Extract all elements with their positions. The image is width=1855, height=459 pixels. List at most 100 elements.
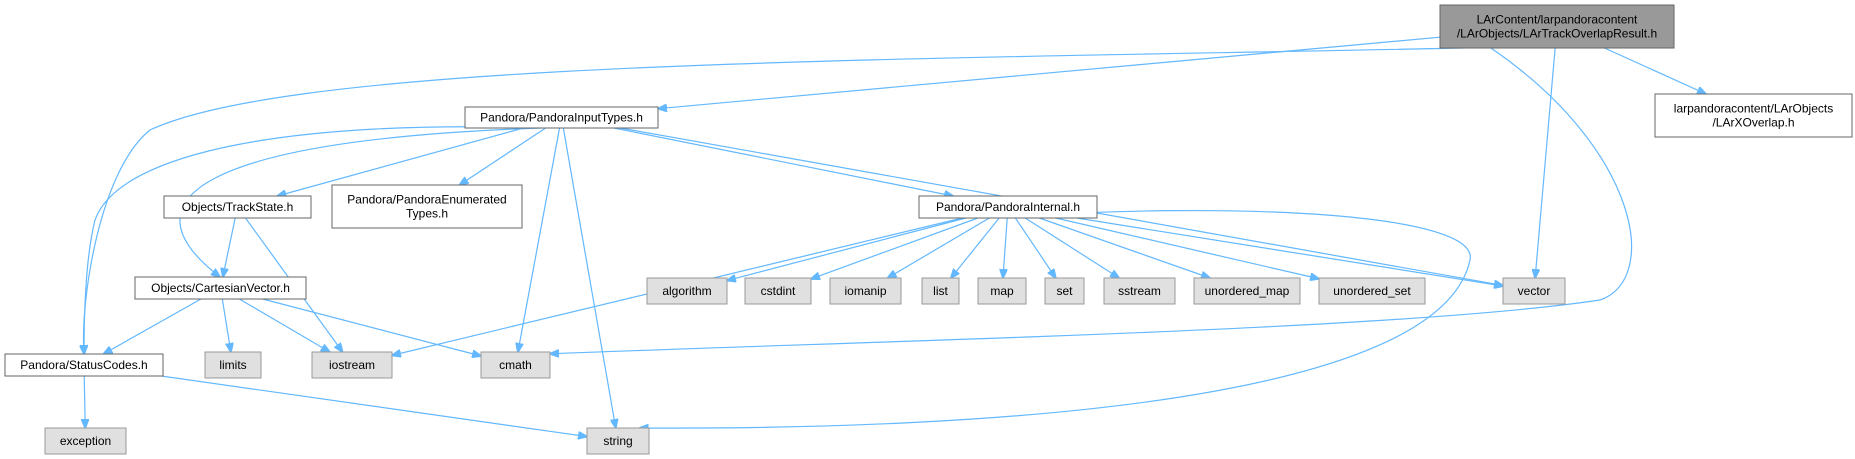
node-box: [586, 427, 650, 455]
node-box: [44, 427, 127, 455]
node-string: string: [586, 427, 650, 455]
node-label: /LArObjects/LArTrackOverlapResult.h: [1457, 27, 1657, 41]
edge-internal-to-cstdint: [811, 217, 979, 279]
edge-cartesian-to-iostream: [238, 298, 330, 352]
node-box: [163, 195, 312, 219]
edge-cartesian-to-limits: [221, 298, 231, 352]
edge-root-to-cmath: [550, 47, 1633, 354]
node-label: iostream: [329, 358, 375, 372]
node-exception: exception: [44, 427, 127, 455]
edge-inputtypes-to-internal: [613, 127, 953, 196]
node-label: cmath: [499, 358, 532, 372]
node-internal[interactable]: Pandora/PandoraInternal.h: [918, 195, 1098, 219]
node-cstdint: cstdint: [744, 277, 812, 305]
edge-statuscodes-to-string: [161, 375, 587, 437]
node-iostream: iostream: [311, 351, 393, 379]
edge-internal-to-map: [1003, 217, 1008, 278]
node-box: [921, 277, 960, 305]
node-root[interactable]: LArContent/larpandoracontent/LArObjects/…: [1439, 4, 1675, 49]
node-label: set: [1056, 284, 1073, 298]
node-label: unordered_map: [1205, 284, 1290, 298]
node-unordered_map: unordered_map: [1193, 277, 1301, 305]
node-label: Pandora/PandoraEnumerated: [347, 193, 506, 207]
node-statuscodes[interactable]: Pandora/StatusCodes.h: [4, 353, 164, 377]
node-label: exception: [60, 434, 111, 448]
edge-internal-to-unordered_map: [1039, 217, 1210, 278]
edge-cartesian-to-statuscodes: [104, 298, 202, 354]
node-label: string: [603, 434, 632, 448]
node-box: [918, 195, 1098, 219]
edge-root-to-inputtypes: [658, 36, 1441, 108]
node-label: iomanip: [844, 284, 886, 298]
edge-root-to-larxoverlap: [1604, 47, 1706, 94]
edge-internal-to-unordered_set: [1055, 217, 1319, 279]
edge-inputtypes-to-enumerated: [459, 127, 546, 185]
edge-root-to-statuscodes: [84, 47, 1464, 354]
edge-inputtypes-to-string: [562, 127, 615, 428]
node-label: vector: [1518, 284, 1551, 298]
node-box: [134, 276, 307, 300]
node-label: Objects/CartesianVector.h: [151, 281, 290, 295]
edge-inputtypes-to-trackstate: [277, 127, 524, 196]
node-algorithm: algorithm: [646, 277, 728, 305]
node-list: list: [921, 277, 960, 305]
node-label: Pandora/PandoraInputTypes.h: [480, 111, 643, 125]
edge-trackstate-to-cartesian: [223, 217, 236, 277]
edge-internal-to-set: [1014, 217, 1055, 278]
node-box: [1044, 277, 1085, 305]
node-label: unordered_set: [1333, 284, 1411, 298]
node-label: larpandoracontent/LArObjects: [1674, 102, 1833, 116]
edge-inputtypes-to-statuscodes: [84, 126, 542, 354]
node-box: [204, 351, 262, 379]
node-trackstate[interactable]: Objects/TrackState.h: [163, 195, 312, 219]
node-label: cstdint: [761, 284, 796, 298]
node-label: Types.h: [406, 207, 448, 221]
edge-cartesian-to-cmath: [262, 298, 481, 356]
node-cmath: cmath: [480, 351, 551, 379]
node-sstream: sstream: [1103, 277, 1176, 305]
node-iomanip: iomanip: [829, 277, 902, 305]
node-box: [1318, 277, 1426, 305]
node-limits: limits: [204, 351, 262, 379]
node-box: [1193, 277, 1301, 305]
node-box: [4, 353, 164, 377]
edge-internal-to-list: [951, 217, 1000, 278]
node-label: limits: [219, 358, 246, 372]
node-label: LArContent/larpandoracontent: [1477, 13, 1638, 27]
nodes-layer: LArContent/larpandoracontent/LArObjects/…: [4, 4, 1853, 455]
node-box: [977, 277, 1027, 305]
edge-inputtypes-to-cartesian: [179, 127, 541, 277]
node-label: algorithm: [662, 284, 711, 298]
node-label: sstream: [1118, 284, 1161, 298]
edge-internal-to-iomanip: [888, 217, 990, 278]
node-larxoverlap[interactable]: larpandoracontent/LArObjects/LArXOverlap…: [1654, 93, 1853, 138]
node-map: map: [977, 277, 1027, 305]
node-unordered_set: unordered_set: [1318, 277, 1426, 305]
node-box: [464, 106, 659, 129]
node-label: list: [933, 284, 948, 298]
node-label: Pandora/StatusCodes.h: [20, 358, 147, 372]
edge-internal-to-vector: [1076, 217, 1503, 286]
edge-internal-to-string: [640, 209, 1471, 429]
node-label: Pandora/PandoraInternal.h: [936, 200, 1080, 214]
node-label: Objects/TrackState.h: [182, 200, 294, 214]
node-cartesian[interactable]: Objects/CartesianVector.h: [134, 276, 307, 300]
node-box: [311, 351, 393, 379]
node-box: [1502, 277, 1566, 305]
node-box: [744, 277, 812, 305]
node-box: [480, 351, 551, 379]
node-box: [1103, 277, 1176, 305]
edge-inputtypes-to-cmath: [518, 127, 561, 352]
node-box: [331, 184, 523, 229]
node-box: [646, 277, 728, 305]
node-inputtypes[interactable]: Pandora/PandoraInputTypes.h: [464, 106, 659, 129]
edge-statuscodes-to-exception: [84, 375, 85, 428]
node-box: [1439, 4, 1675, 49]
node-set: set: [1044, 277, 1085, 305]
node-vector: vector: [1502, 277, 1566, 305]
edge-root-to-vector: [1535, 47, 1556, 278]
node-box: [829, 277, 902, 305]
edge-internal-to-sstream: [1024, 217, 1119, 278]
